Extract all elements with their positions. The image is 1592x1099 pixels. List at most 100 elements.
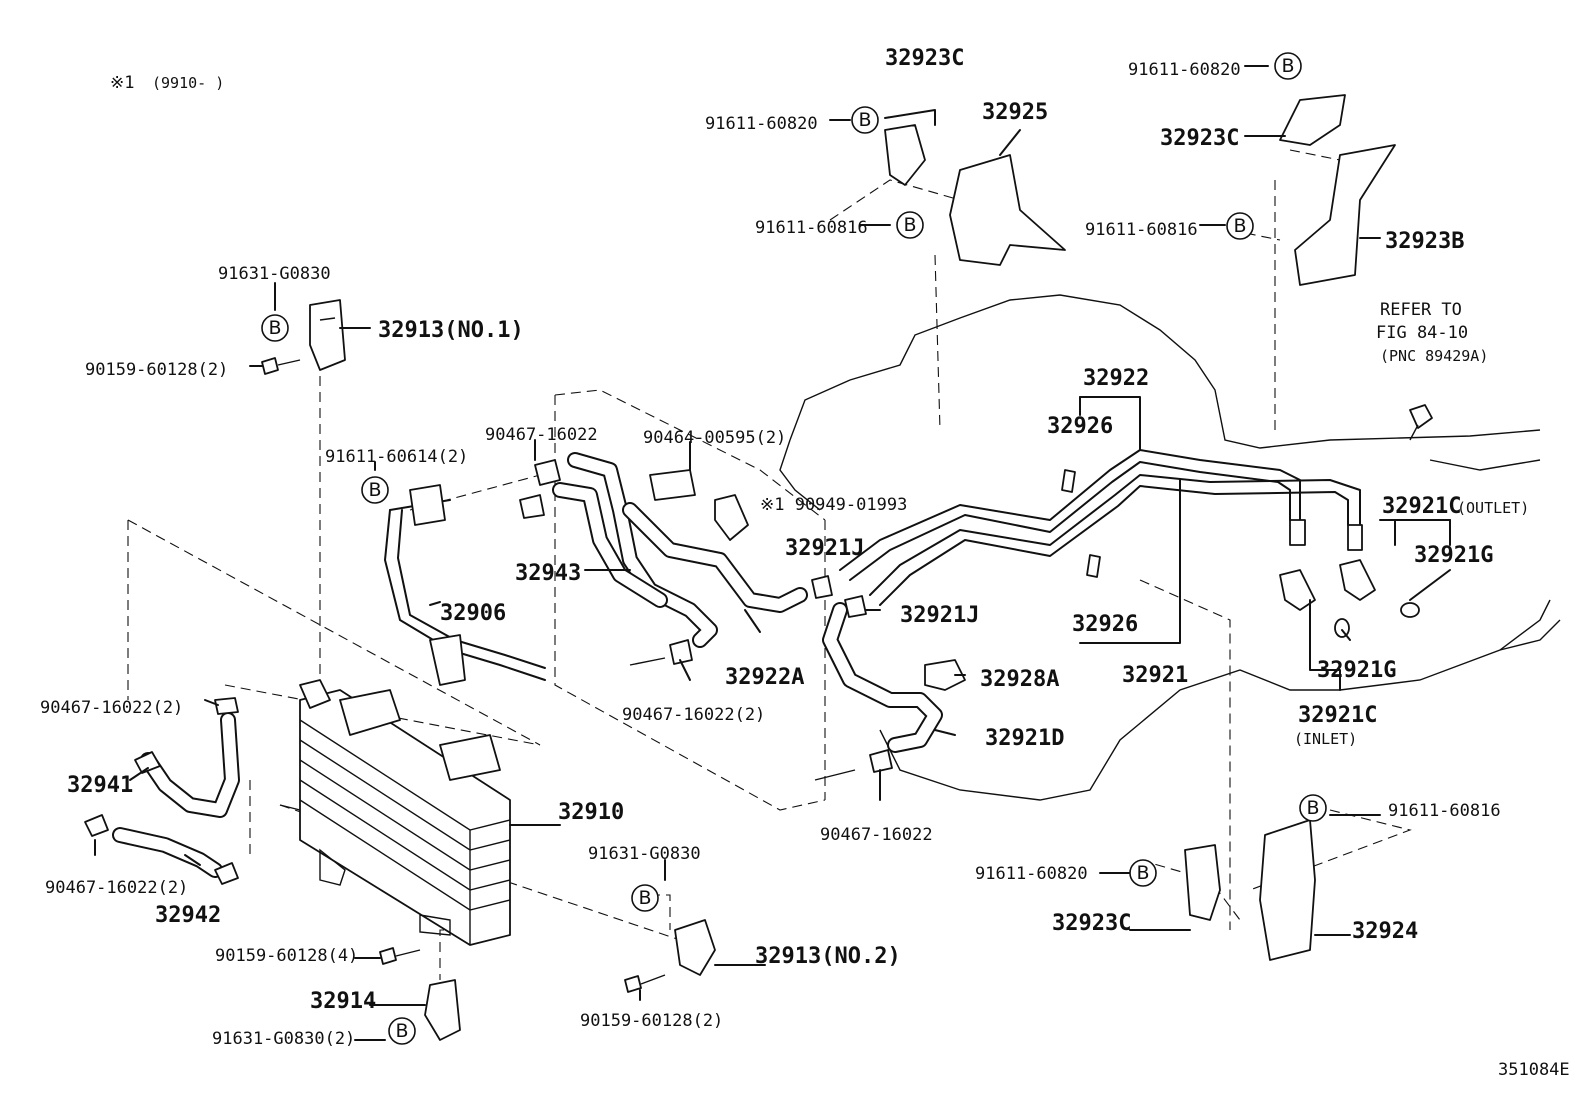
transmission-outline xyxy=(779,294,1561,801)
bracket-32913-no1 xyxy=(309,299,346,371)
part-label: 90467-16022 xyxy=(820,825,933,845)
bolt-marker-b: B xyxy=(1226,212,1254,240)
hose-32921D xyxy=(822,602,943,753)
part-label: 91611-60816 xyxy=(755,218,868,238)
part-label: 32942 xyxy=(155,903,221,928)
bolt-marker-b: B xyxy=(361,476,389,504)
part-label: 32926 xyxy=(1072,612,1138,637)
part-label: 90159-60128(2) xyxy=(580,1011,723,1031)
bolt-marker-b: B xyxy=(1299,794,1327,822)
leader-lines xyxy=(94,65,1451,1041)
bolt-marker-b: B xyxy=(1129,859,1157,887)
part-label: 32921D xyxy=(985,726,1064,751)
part-label: 32928A xyxy=(980,667,1059,692)
bolt-marker-b: B xyxy=(1274,52,1302,80)
svg-text:B: B xyxy=(1136,862,1149,884)
part-label: 91611-60816 xyxy=(1085,220,1198,240)
part-label: 32921C xyxy=(1298,703,1377,728)
part-label: 91611-60614(2) xyxy=(325,447,468,467)
hose-32922A xyxy=(622,502,808,613)
inlet-label: (INLET) xyxy=(1294,730,1357,748)
part-label: 32923C xyxy=(885,46,964,71)
refer-note-line2: FIG 84-10 xyxy=(1376,323,1468,343)
part-label: 32922A xyxy=(725,665,804,690)
part-label: 90464-00595(2) xyxy=(643,428,786,448)
note-text: (9910- ) xyxy=(152,74,224,92)
part-label: 32921G xyxy=(1414,543,1493,568)
bracket-32914 xyxy=(424,979,461,1041)
part-label: 32910 xyxy=(558,800,624,825)
refer-note-line1: REFER TO xyxy=(1380,300,1462,320)
bracket-32923B xyxy=(1294,144,1396,286)
refer-note-line3: (PNC 89429A) xyxy=(1380,347,1488,365)
bolt-marker-b: B xyxy=(631,884,659,912)
bolt-marker-b: B xyxy=(388,1017,416,1045)
part-label: 32921C xyxy=(1382,494,1461,519)
figure-id: 351084E xyxy=(1498,1060,1570,1080)
pipe-32906 xyxy=(384,484,546,686)
note: ※1 (9910- ) xyxy=(110,73,224,93)
part-label: 32923C xyxy=(1052,911,1131,936)
part-label: 32913(NO.2) xyxy=(755,944,901,969)
svg-text:B: B xyxy=(1281,55,1294,77)
svg-text:B: B xyxy=(368,479,381,501)
part-label: 91611-60816 xyxy=(1388,801,1501,821)
bracket-32923C-top xyxy=(884,124,926,186)
svg-text:B: B xyxy=(858,109,871,131)
svg-text:B: B xyxy=(1306,797,1319,819)
hose-32941 xyxy=(134,697,240,818)
svg-text:B: B xyxy=(1233,215,1246,237)
part-label: 32923C xyxy=(1160,126,1239,151)
bracket-32924 xyxy=(1259,819,1316,961)
outlet-label: (OUTLET) xyxy=(1457,499,1529,517)
part-label: 32914 xyxy=(310,989,376,1014)
hose-32942 xyxy=(84,814,239,885)
part-label: 32926 xyxy=(1047,414,1113,439)
part-label: 90467-16022(2) xyxy=(45,878,188,898)
part-label: 90467-16022 xyxy=(485,425,598,445)
part-label: 91611-60820 xyxy=(705,114,818,134)
svg-text:B: B xyxy=(638,887,651,909)
part-label: 32923B xyxy=(1385,229,1464,254)
part-label: 91611-60820 xyxy=(1128,60,1241,80)
union-fittings-32921C xyxy=(1279,404,1433,638)
part-label: 91631-G0830 xyxy=(218,264,331,284)
part-label: 32921J xyxy=(785,536,864,561)
bolts xyxy=(261,357,666,993)
part-label: 90159-60128(2) xyxy=(85,360,228,380)
oil-cooler-32910 xyxy=(279,679,511,946)
part-label: 32921J xyxy=(900,603,979,628)
svg-text:B: B xyxy=(268,317,281,339)
part-label: 32924 xyxy=(1352,919,1418,944)
part-label: 32922 xyxy=(1083,366,1149,391)
sleeve-32926-a xyxy=(1061,469,1076,493)
bracket-32925 xyxy=(949,154,1066,266)
part-label: ※1 90949-01993 xyxy=(760,495,907,515)
part-label: 91611-60820 xyxy=(975,864,1088,884)
note-marker: ※1 xyxy=(110,73,134,93)
svg-text:B: B xyxy=(903,214,916,236)
bolt-marker-b: B xyxy=(261,314,289,342)
bolt-marker-b: B xyxy=(896,211,924,239)
hose-clips xyxy=(519,459,966,781)
part-label: 32906 xyxy=(440,601,506,626)
bracket-32923C-tr xyxy=(1279,94,1346,146)
part-label: 32921 xyxy=(1122,663,1188,688)
part-label: 32941 xyxy=(67,773,133,798)
bracket-32913-no2 xyxy=(674,919,716,976)
part-label: 90467-16022(2) xyxy=(40,698,183,718)
part-label: 32943 xyxy=(515,561,581,586)
hose-32943 xyxy=(552,452,718,648)
part-label: 32913(NO.1) xyxy=(378,318,524,343)
part-label: 32925 xyxy=(982,100,1048,125)
svg-text:B: B xyxy=(395,1020,408,1042)
pipe-32921-32922 xyxy=(839,449,1361,606)
bracket-32923C-br xyxy=(1184,844,1221,921)
bolt-marker-b: B xyxy=(851,106,879,134)
sleeve-32926-b xyxy=(1086,554,1101,578)
part-label: 90159-60128(4) xyxy=(215,946,358,966)
part-label: 32921G xyxy=(1317,658,1396,683)
part-label: 91631-G0830 xyxy=(588,844,701,864)
